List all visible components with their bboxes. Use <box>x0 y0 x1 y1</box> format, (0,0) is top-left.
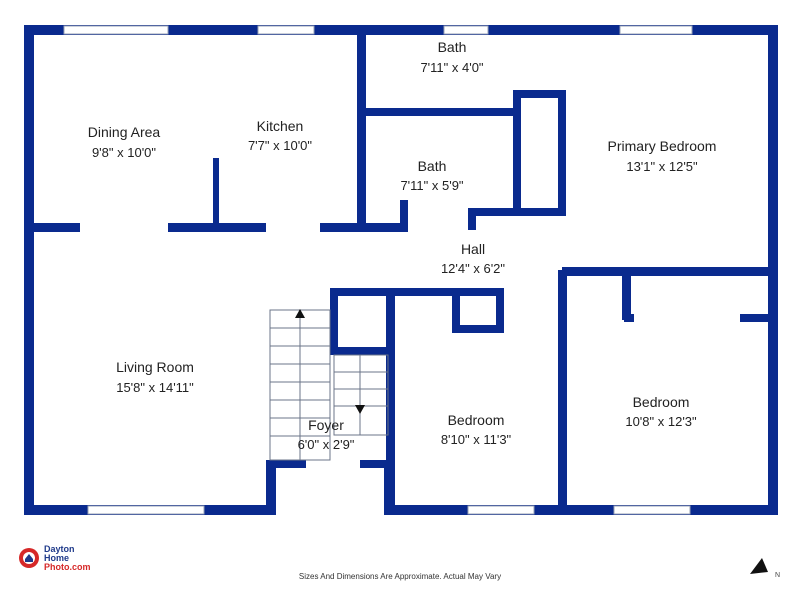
room-name-dining: Dining Area <box>88 124 161 140</box>
wall-stair-landing <box>330 347 394 355</box>
wall-closet-left <box>452 288 460 332</box>
room-name-living: Living Room <box>116 359 194 375</box>
wall-closet-bottom <box>452 325 504 333</box>
wall-closet-right <box>496 288 504 332</box>
wall-primary-bottom <box>562 267 778 276</box>
room-name-bath-upper: Bath <box>438 39 467 55</box>
wall-hall-bottom-a <box>330 288 386 296</box>
window-dining <box>63 25 169 35</box>
exterior-wall-bottom-right <box>384 505 778 515</box>
room-name-bath-lower: Bath <box>418 158 447 174</box>
stairs-up-arrow-icon <box>295 309 305 318</box>
room-dims-kitchen: 7'7" x 10'0" <box>248 138 312 153</box>
room-name-primary: Primary Bedroom <box>608 138 717 154</box>
walls <box>24 25 778 515</box>
stairs-down <box>333 354 389 436</box>
window-kitchen <box>257 25 315 35</box>
north-arrow-icon: N <box>750 558 780 579</box>
room-labels: Dining Area 9'8" x 10'0" Kitchen 7'7" x … <box>88 39 717 452</box>
stairs <box>269 309 389 461</box>
room-dims-foyer: 6'0" x 2'9" <box>298 437 355 452</box>
window-living <box>87 505 205 515</box>
logo-line-2: Home <box>44 553 70 563</box>
wall-bedroom-divider <box>558 270 567 515</box>
exterior-wall-top <box>24 25 778 35</box>
window-primary <box>619 25 693 35</box>
room-dims-bath-lower: 7'11" x 5'9" <box>400 178 463 193</box>
logo-line-1: Dayton <box>44 544 75 554</box>
stairs-down-arrow-icon <box>355 405 365 414</box>
room-name-kitchen: Kitchen <box>257 118 304 134</box>
wall-bedroom2-closet-left <box>622 270 631 320</box>
wall-closet-primary <box>558 90 566 216</box>
disclaimer-text: Sizes And Dimensions Are Approximate. Ac… <box>298 572 502 581</box>
window-bedroom1 <box>467 505 535 515</box>
logo-wordmark: Dayton Home Photo.com <box>44 545 91 572</box>
logo-line-3: Photo.com <box>44 562 91 572</box>
wall-bath-stub-2 <box>468 208 476 230</box>
wall-bath-closet-top <box>516 90 566 98</box>
svg-text:N: N <box>775 572 780 579</box>
room-dims-dining: 9'8" x 10'0" <box>92 145 156 160</box>
room-dims-living: 15'8" x 14'11" <box>116 380 194 395</box>
room-name-hall: Hall <box>461 241 485 257</box>
camera-logo-icon <box>19 548 39 568</box>
room-name-bedroom-2: Bedroom <box>633 394 690 410</box>
foyer-stub-right <box>360 460 394 468</box>
room-dims-primary: 13'1" x 12'5" <box>626 159 698 174</box>
window-bath <box>443 25 489 35</box>
wall-bath-closet <box>513 90 521 216</box>
foyer-wall-left <box>266 460 276 515</box>
room-dims-bath-upper: 7'11" x 4'0" <box>420 60 483 75</box>
room-dims-bedroom-1: 8'10" x 11'3" <box>441 432 512 447</box>
wall-bath1-bath2 <box>360 108 518 116</box>
room-name-foyer: Foyer <box>308 417 344 433</box>
wall-hall-bottom-b <box>388 288 504 296</box>
room-dims-hall: 12'4" x 6'2" <box>441 261 505 276</box>
wall-bedroom1-left <box>386 288 395 515</box>
wall-bedroom2-closet-right <box>740 314 778 322</box>
window-bedroom2 <box>613 505 691 515</box>
wall-kitchen-bath <box>357 25 366 230</box>
room-name-bedroom-1: Bedroom <box>448 412 505 428</box>
room-dims-bedroom-2: 10'8" x 12'3" <box>625 414 697 429</box>
wall-bath-stub <box>400 200 408 230</box>
windows <box>63 25 693 515</box>
wall-dining-living <box>24 223 80 232</box>
wall-kitchen-pantry <box>213 158 219 226</box>
wall-stair-left <box>330 288 338 354</box>
wall-kitchen-living <box>168 223 266 232</box>
foyer-stub-left <box>266 460 306 468</box>
company-logo: Dayton Home Photo.com <box>18 545 108 575</box>
exterior-wall-left <box>24 25 34 515</box>
